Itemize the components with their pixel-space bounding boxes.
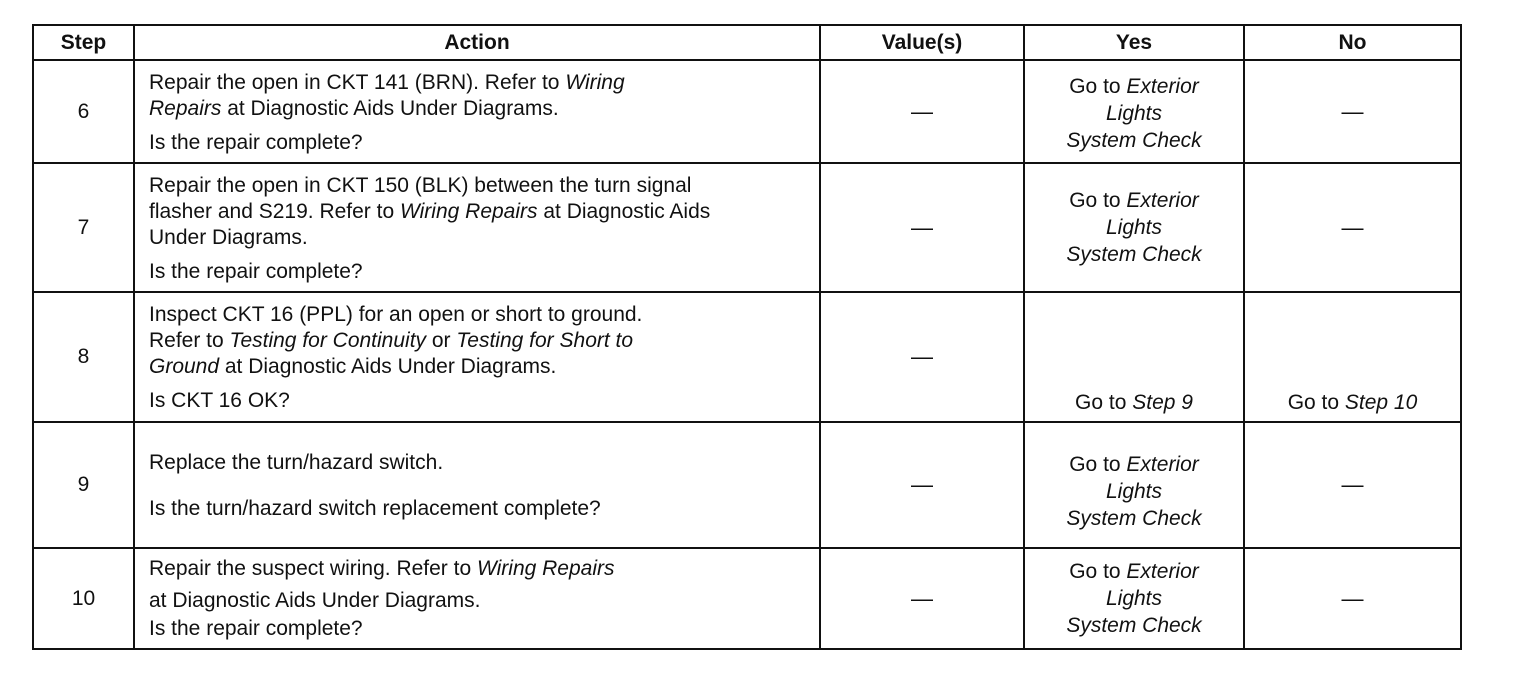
action-italic-ref: Testing for Short to <box>456 329 634 352</box>
step-number: 9 <box>34 423 135 547</box>
action-question: Is the turn/hazard switch replacement co… <box>149 497 601 520</box>
table-row: 6 Repair the open in CKT 141 (BRN). Refe… <box>34 61 1460 164</box>
table-row: 10 Repair the suspect wiring. Refer to W… <box>34 549 1460 648</box>
value-dash: — <box>821 293 1025 421</box>
table-row: 9 Replace the turn/hazard switch. Is the… <box>34 423 1460 549</box>
header-values: Value(s) <box>821 26 1025 59</box>
yes-ref: Lights <box>1105 587 1163 610</box>
value-dash: — <box>821 164 1025 291</box>
yes-ref: System Check <box>1066 129 1202 152</box>
yes-ref: Lights <box>1105 479 1163 503</box>
action-text-line: Refer to <box>149 329 230 352</box>
no-dash: — <box>1341 585 1364 611</box>
action-text-line: Repair the open in CKT 150 (BLK) between… <box>149 174 692 197</box>
step-number: 10 <box>34 549 135 648</box>
yes-result: Go to Step 9 <box>1025 293 1245 421</box>
action-italic-ref: Testing for Continuity <box>229 329 427 352</box>
header-yes: Yes <box>1025 26 1245 59</box>
yes-ref: System Check <box>1066 243 1202 266</box>
action-text-line: Under Diagrams. <box>149 226 308 249</box>
table-row: 8 Inspect CKT 16 (PPL) for an open or sh… <box>34 293 1460 423</box>
step-number: 6 <box>34 61 135 162</box>
action-text: Repair the open in CKT 150 (BLK) between… <box>135 164 821 291</box>
action-text: Repair the suspect wiring. Refer to Wiri… <box>135 549 821 648</box>
action-text-line: at Diagnostic Aids Under Diagrams. <box>221 97 559 120</box>
yes-ref: Exterior <box>1126 452 1199 476</box>
yes-goto: Go to <box>1069 452 1127 476</box>
action-text-line: Replace the turn/hazard switch. <box>149 451 444 474</box>
value-dash: — <box>821 61 1025 162</box>
yes-ref: System Check <box>1066 506 1202 530</box>
yes-goto: Go to <box>1069 560 1127 583</box>
action-question: Is the repair complete? <box>149 617 363 640</box>
no-dash: — <box>1341 214 1364 240</box>
action-italic-ref: Ground <box>149 355 220 378</box>
action-italic-ref: Repairs <box>149 97 222 120</box>
yes-goto: Go to <box>1069 189 1127 212</box>
action-text-line: flasher and S219. Refer to <box>149 200 400 223</box>
action-text-line: Repair the open in CKT 141 (BRN). Refer … <box>149 71 566 94</box>
value-dash: — <box>821 549 1025 648</box>
action-text: Repair the open in CKT 141 (BRN). Refer … <box>135 61 821 162</box>
step-number: 8 <box>34 293 135 421</box>
no-goto: Go to <box>1287 391 1345 414</box>
value-dash: — <box>821 423 1025 547</box>
diagnostic-table: Step Action Value(s) Yes No 6 Repair the… <box>32 24 1462 650</box>
action-italic-ref: Wiring Repairs <box>400 200 538 223</box>
no-dash: — <box>1341 98 1364 124</box>
yes-ref: Step 9 <box>1132 391 1193 414</box>
action-text-line: at Diagnostic Aids Under Diagrams. <box>149 589 481 612</box>
yes-ref: Lights <box>1105 216 1163 239</box>
header-action: Action <box>135 26 821 59</box>
table-row: 7 Repair the open in CKT 150 (BLK) betwe… <box>34 164 1460 293</box>
action-question: Is the repair complete? <box>149 260 363 283</box>
table-header-row: Step Action Value(s) Yes No <box>34 26 1460 61</box>
yes-ref: Lights <box>1105 102 1163 125</box>
yes-goto: Go to <box>1075 391 1133 414</box>
action-text: Replace the turn/hazard switch. Is the t… <box>135 423 821 547</box>
no-ref: Step 10 <box>1344 391 1418 414</box>
action-text-line: at Diagnostic Aids Under Diagrams. <box>219 355 557 378</box>
no-result: Go to Step 10 <box>1245 293 1460 421</box>
yes-ref: Exterior <box>1126 75 1199 98</box>
header-no: No <box>1338 30 1367 54</box>
action-text-line: Repair the suspect wiring. Refer to <box>149 557 477 580</box>
action-text-line: Inspect CKT 16 (PPL) for an open or shor… <box>149 303 643 326</box>
yes-ref: Exterior <box>1126 189 1199 212</box>
action-italic-ref: Wiring <box>565 71 625 94</box>
yes-ref: Exterior <box>1126 560 1199 583</box>
action-text-line: or <box>426 329 457 352</box>
header-step: Step <box>34 26 135 59</box>
no-dash: — <box>1341 472 1364 497</box>
action-question: Is the repair complete? <box>149 131 363 154</box>
yes-ref: System Check <box>1066 614 1202 637</box>
action-question: Is CKT 16 OK? <box>149 389 290 412</box>
action-italic-ref: Wiring Repairs <box>476 557 615 580</box>
action-text: Inspect CKT 16 (PPL) for an open or shor… <box>135 293 821 421</box>
yes-goto: Go to <box>1069 75 1127 98</box>
action-text-line: at Diagnostic Aids <box>537 200 711 223</box>
step-number: 7 <box>34 164 135 291</box>
